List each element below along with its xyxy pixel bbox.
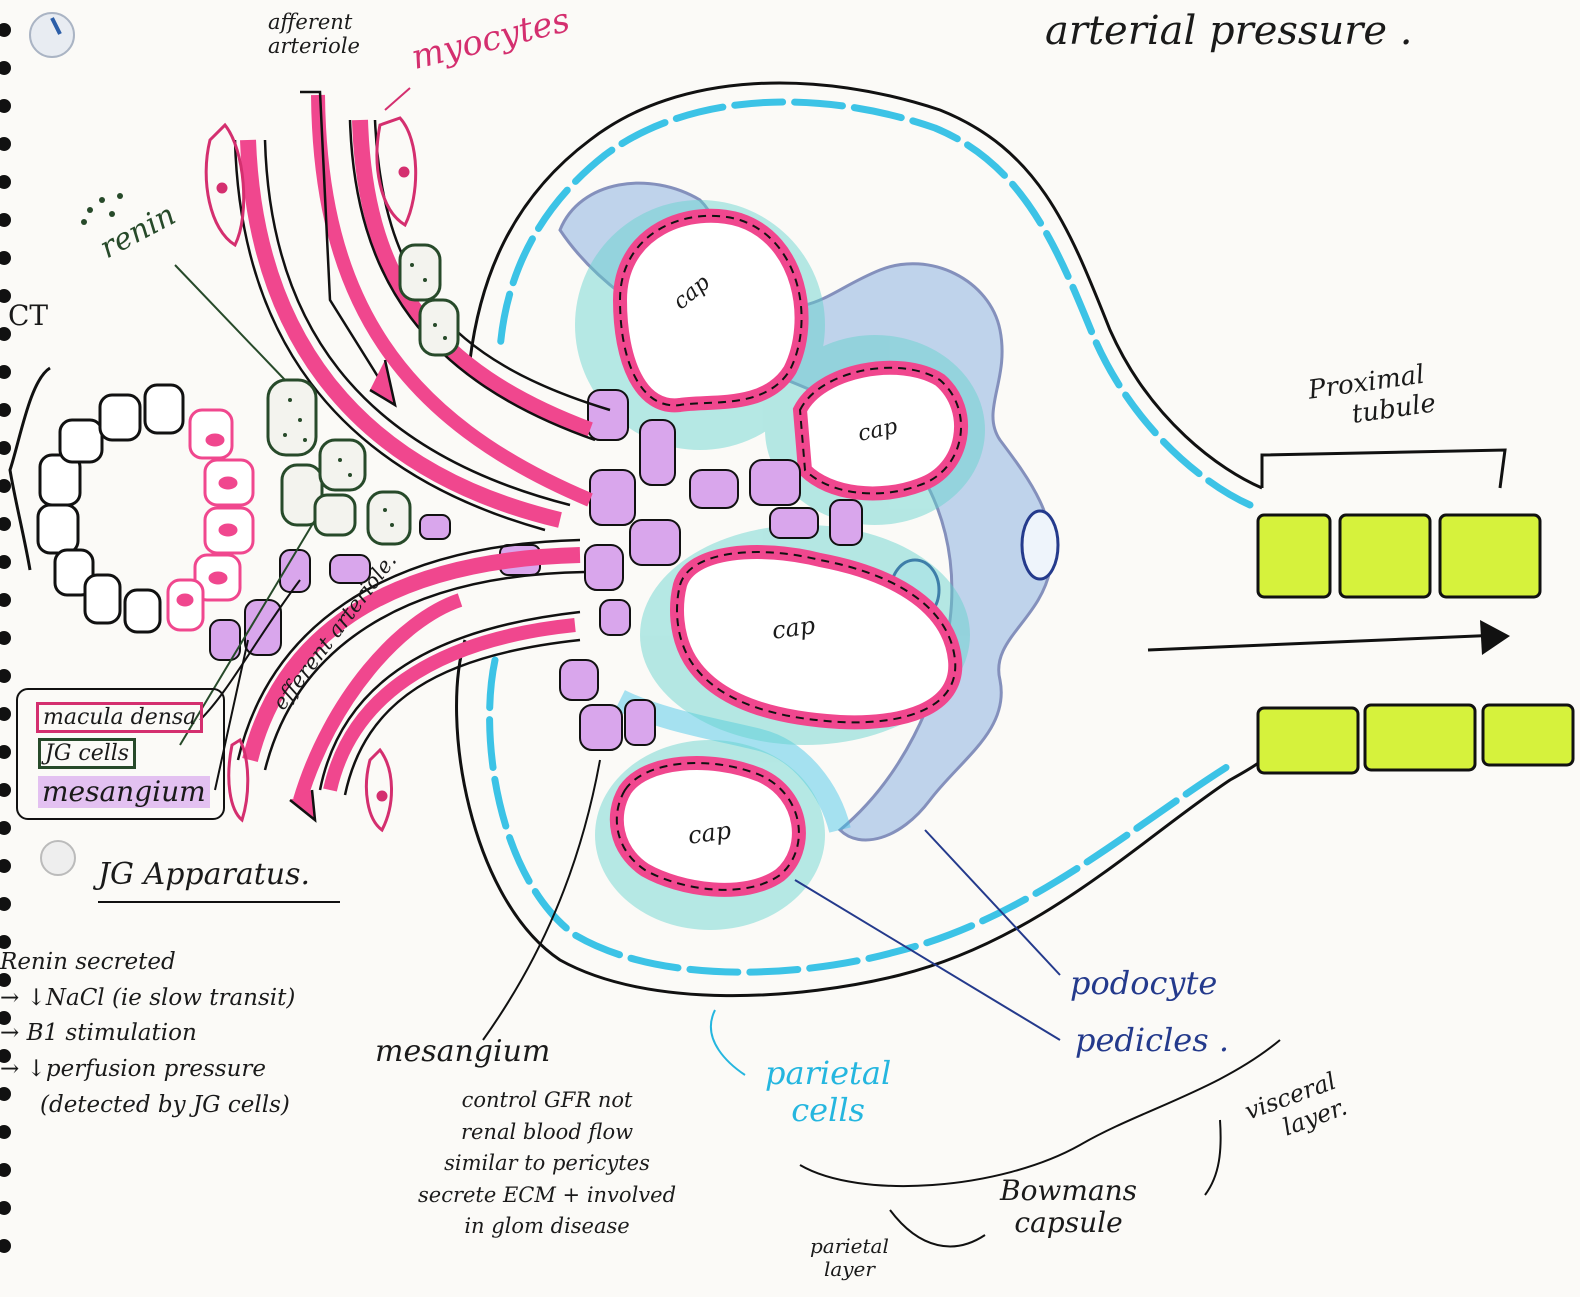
label-afferent-arteriole: afferent arteriole — [268, 10, 360, 58]
renin-note-2: → ↓NaCl (ie slow transit) — [0, 981, 295, 1017]
label-parietal-line1: parietal — [765, 1055, 891, 1092]
macula-densa-cells — [168, 410, 253, 630]
mesangium-notes: control GFR not renal blood flow similar… — [418, 1085, 676, 1243]
label-mesangium-main: mesangium — [375, 1035, 550, 1070]
label-afferent-line2: arteriole — [268, 34, 360, 58]
label-parietal-cells: parietal cells — [765, 1055, 891, 1129]
top-note: arterial pressure . — [1045, 8, 1412, 54]
renin-note-3: → B1 stimulation — [0, 1016, 295, 1052]
label-afferent-line1: afferent — [268, 10, 360, 34]
label-parietal-line2: cells — [765, 1092, 891, 1129]
label-parietal-layer-line1: parietal — [810, 1235, 889, 1258]
label-ct: CT — [8, 300, 48, 332]
flow-arrow-icon — [1480, 620, 1510, 655]
renin-notes: Renin secreted → ↓NaCl (ie slow transit)… — [0, 945, 295, 1123]
mesangium-note-2: renal blood flow — [418, 1117, 676, 1149]
proximal-tubule — [1148, 450, 1573, 773]
legend-box: macula densa JG cells mesangium — [16, 688, 225, 820]
capillary-1 — [620, 216, 802, 406]
label-jg-apparatus: JG Apparatus. — [98, 858, 340, 903]
renin-note-5: (detected by JG cells) — [0, 1088, 295, 1124]
label-parietal-layer-line2: layer — [810, 1258, 889, 1281]
legend-macula-densa: macula densa — [36, 702, 203, 733]
legend-mesangium: mesangium — [38, 776, 210, 808]
mesangium-note-1: control GFR not — [418, 1085, 676, 1117]
label-podocyte: podocyte — [1070, 965, 1217, 1002]
label-pedicles: pedicles . — [1075, 1022, 1229, 1059]
mesangium-note-4: secrete ECM + involved — [418, 1180, 676, 1212]
mesangium-note-3: similar to pericytes — [418, 1148, 676, 1180]
label-bowmans-line2: capsule — [1000, 1207, 1137, 1239]
label-parietal-layer: parietal layer — [810, 1235, 889, 1281]
label-bowmans-line1: Bowmans — [1000, 1175, 1137, 1207]
renin-note-4: → ↓perfusion pressure — [0, 1052, 295, 1088]
label-bowmans-capsule: Bowmans capsule — [1000, 1175, 1137, 1239]
legend-jg-cells: JG cells — [38, 738, 136, 769]
renin-note-1: Renin secreted — [0, 945, 295, 981]
mesangium-note-5: in glom disease — [418, 1211, 676, 1243]
distal-tubule-ring — [38, 385, 183, 632]
